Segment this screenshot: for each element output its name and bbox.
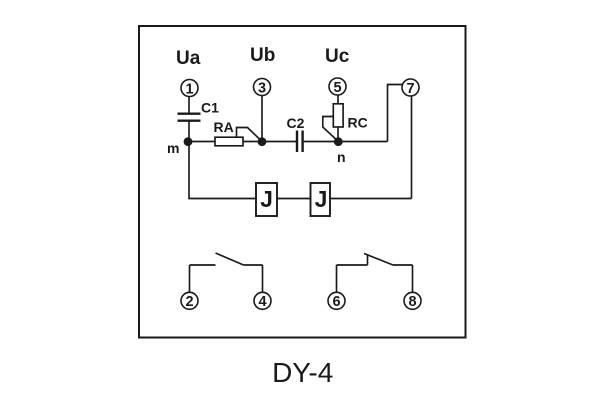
svg-text:J: J bbox=[260, 186, 273, 212]
svg-text:1: 1 bbox=[185, 81, 193, 97]
svg-text:Ua: Ua bbox=[176, 48, 201, 69]
svg-text:3: 3 bbox=[258, 80, 266, 96]
svg-text:Uc: Uc bbox=[325, 46, 350, 67]
svg-text:5: 5 bbox=[333, 80, 341, 96]
svg-text:DY-4: DY-4 bbox=[272, 357, 333, 388]
svg-text:RA: RA bbox=[214, 119, 234, 135]
svg-text:6: 6 bbox=[332, 294, 340, 310]
svg-text:Ub: Ub bbox=[250, 45, 275, 66]
svg-text:RC: RC bbox=[348, 114, 368, 130]
svg-text:m: m bbox=[167, 140, 179, 156]
svg-text:C2: C2 bbox=[287, 115, 305, 131]
svg-text:C1: C1 bbox=[201, 100, 219, 116]
svg-text:8: 8 bbox=[408, 294, 416, 310]
svg-text:J: J bbox=[315, 186, 328, 212]
svg-text:7: 7 bbox=[406, 81, 414, 97]
svg-text:n: n bbox=[337, 149, 346, 165]
svg-text:4: 4 bbox=[258, 294, 266, 310]
svg-text:2: 2 bbox=[185, 294, 193, 310]
